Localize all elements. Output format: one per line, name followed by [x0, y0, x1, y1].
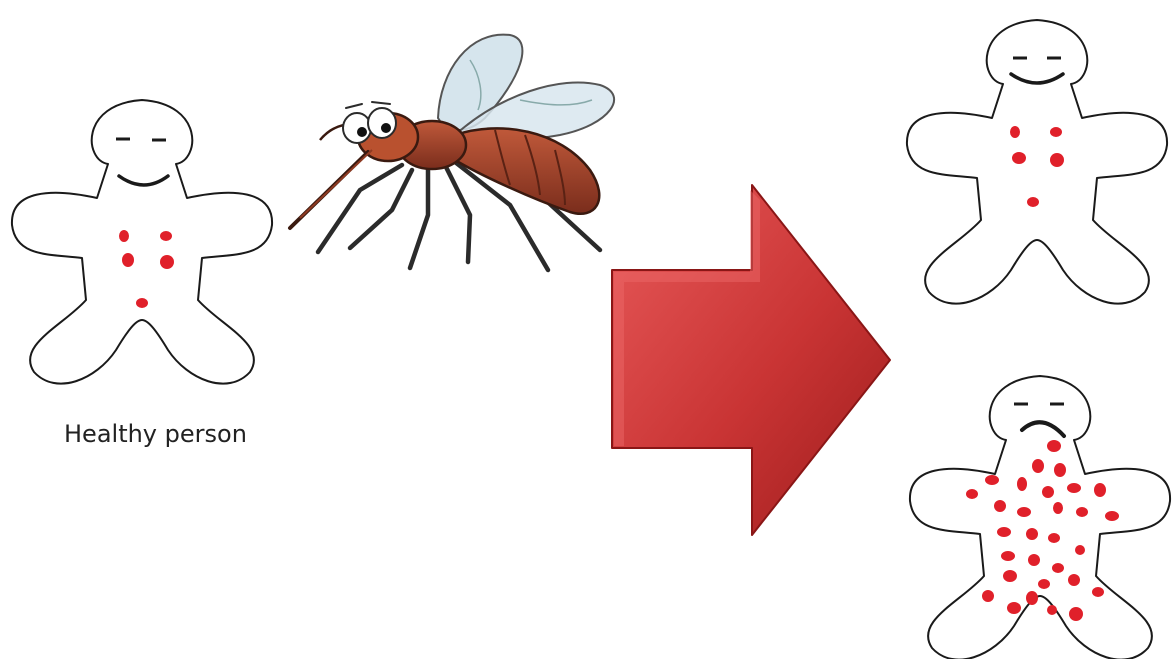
- right-arrow-icon: [612, 185, 890, 535]
- mosquito-icon: [290, 35, 614, 270]
- outcome-mild-figure: [907, 20, 1167, 304]
- healthy-person-caption: Healthy person: [64, 420, 247, 448]
- outcome-severe-figure: [910, 376, 1170, 659]
- healthy-person-figure: [12, 100, 272, 384]
